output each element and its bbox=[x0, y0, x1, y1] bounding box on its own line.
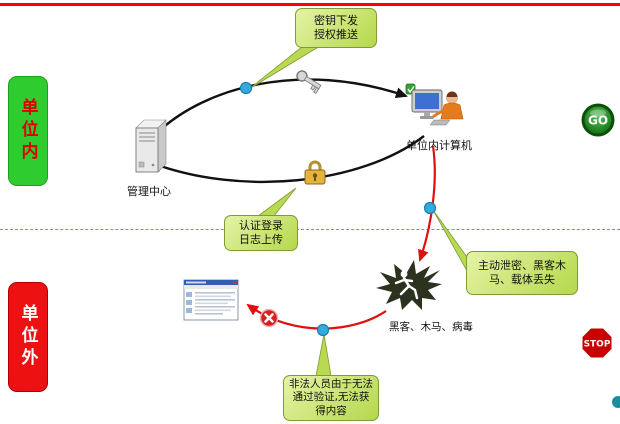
callout-tail-auth-login bbox=[256, 187, 297, 217]
go-sign: GO bbox=[581, 103, 615, 137]
connection-dot-key bbox=[239, 81, 253, 95]
arrow-key-distribution bbox=[157, 78, 408, 133]
management-center-label: 管理中心 bbox=[127, 185, 171, 198]
callout-tail-blocked bbox=[315, 333, 332, 377]
stop-sign: STOP bbox=[580, 326, 614, 360]
hacker-label: 黑客、木马、病毒 bbox=[389, 321, 473, 333]
callout-blocked: 非法人员由于无法 通过验证,无法获 得内容 bbox=[283, 375, 379, 421]
management-center-icon bbox=[135, 119, 167, 173]
zone-label-outside: 单位外 bbox=[8, 282, 48, 392]
key-icon bbox=[296, 70, 322, 95]
zone-label-inside: 单位内 bbox=[8, 76, 48, 186]
callout-key-push-text: 密钥下发 授权推送 bbox=[314, 13, 358, 41]
callout-key-push: 密钥下发 授权推送 bbox=[295, 8, 377, 48]
callout-leak-risk-text: 主动泄密、黑客木 马、载体丢失 bbox=[478, 258, 566, 286]
intranet-computer-label: 单位内计算机 bbox=[406, 139, 472, 152]
callout-tail-leak-risk bbox=[432, 209, 468, 273]
top-red-line bbox=[0, 3, 620, 6]
zone-label-inside-text: 单位内 bbox=[17, 98, 38, 164]
arrow-auth-log-upload bbox=[150, 135, 425, 184]
connection-dot-blocked bbox=[316, 323, 330, 337]
zone-label-outside-text: 单位外 bbox=[17, 304, 38, 370]
hacker-icon bbox=[376, 260, 442, 310]
go-sign-label: GO bbox=[588, 114, 608, 128]
callout-blocked-text: 非法人员由于无法 通过验证,无法获 得内容 bbox=[289, 377, 373, 417]
callout-leak-risk: 主动泄密、黑客木 马、载体丢失 bbox=[466, 251, 578, 295]
zone-divider-line bbox=[0, 229, 620, 230]
callout-auth-login: 认证登录 日志上传 bbox=[224, 215, 298, 251]
callout-auth-login-text: 认证登录 日志上传 bbox=[239, 218, 283, 246]
access-denied-icon bbox=[259, 308, 279, 328]
lock-icon bbox=[304, 160, 326, 185]
document-window-icon bbox=[183, 279, 239, 321]
intranet-computer-icon bbox=[405, 83, 464, 126]
stop-sign-label: STOP bbox=[584, 340, 611, 350]
corner-decorative-dot bbox=[612, 396, 620, 408]
connection-dot-leak bbox=[423, 201, 437, 215]
